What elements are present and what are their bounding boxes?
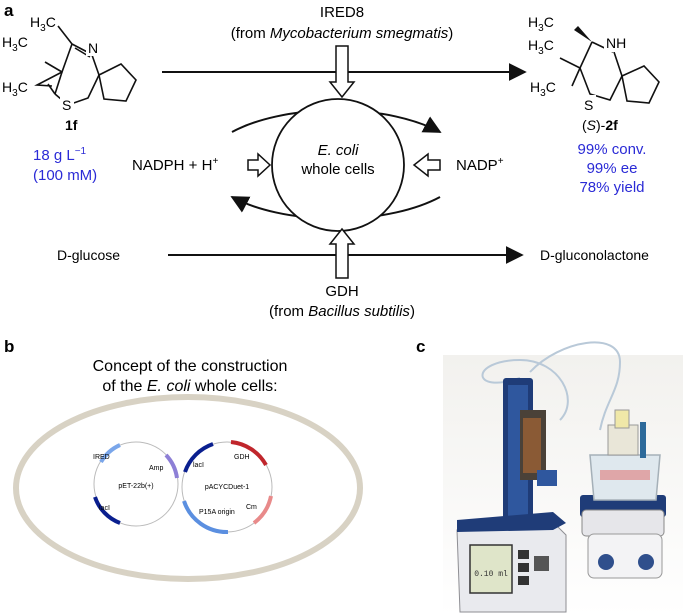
substrate-1f-structure [34,25,137,106]
gene-label-laci-1: lacI [99,505,110,512]
substrate-me-top: H3C [30,14,56,34]
substrate-s-atom: S [62,97,71,113]
panel-b-title-line1: Concept of the construction [93,358,288,375]
cell-membrane-ellipse [13,394,363,582]
product-nh-atom: NH [606,35,626,51]
substrate-id: 1f [65,117,78,133]
panel-label-b: b [4,337,14,356]
substrate-conc-line2: (100 mM) [33,167,97,184]
titrator-screen [469,544,513,594]
gene-label-p15a: P15A origin [199,509,235,516]
plasmid1-name: pET-22b(+) [118,483,153,490]
plasmid2-name: pACYCDuet-1 [205,484,249,491]
titrator-key-2 [518,563,529,572]
product-result-conv: 99% conv. [578,141,647,158]
gene-label-cm: Cm [246,504,257,511]
cofactor-nadp: NADP+ [456,156,504,174]
product-2f-structure [559,41,660,104]
stirrer-and-vessel [580,409,666,579]
panel-b-title-line2: of the E. coli whole cells: [102,378,277,395]
product-id: (S)-2f [582,117,618,133]
nadph-right-arrow [247,152,272,178]
stirrer-knob-left [598,554,614,570]
panel-b: b Concept of the construction of the E. … [4,337,363,582]
panel-c: c 0.10 ml [416,337,683,616]
substrate-me-low: H3C [2,79,28,99]
titrator-key-3 [518,576,529,585]
plasmid-pacycduet: lacI GDH pACYCDuet-1 Cm P15A origin [181,440,273,535]
substrate-me-mid: H3C [2,34,28,54]
substrate-conc-line1: 18 g L−1 [33,146,87,164]
product-me-top: H3C [528,14,554,34]
titrator-key-1 [518,550,529,559]
gene-label-gdh: GDH [234,454,250,461]
substrate-n-atom: N [88,40,98,56]
panel-a: a H3C H3C H3C N S 1f 18 g L−1 (100 mM) I… [2,1,660,320]
stereo-wedge [574,26,592,42]
ired-down-arrow [328,45,356,99]
gdh-source: (from Bacillus subtilis) [269,303,415,320]
product-s-atom: S [584,97,593,113]
gene-label-laci-2: lacI [193,462,204,469]
product-me-low: H3C [530,79,556,99]
product-me-mid: H3C [528,37,554,57]
titrator-device: 0.10 ml [456,378,567,613]
tubing-left [481,358,569,421]
panel-label-c: c [416,337,425,356]
cofactor-nadph: NADPH + H+ [132,156,218,174]
ecoli-cell-circle [271,98,405,232]
gene-label-ired: IRED [93,454,110,461]
tubing-right [529,341,622,431]
gluconolactone-label: D-gluconolactone [540,247,649,263]
plasmid-pet22b: IRED Amp pET-22b(+) lacI [93,441,179,527]
gdh-up-arrow [328,227,356,279]
titrator-dial [534,556,549,571]
product-result-yield: 78% yield [579,179,644,196]
titrator-readout: 0.10 ml [474,570,508,579]
ired-name: IRED8 [320,4,364,21]
nadp-left-arrow [412,152,441,178]
gdh-name: GDH [325,283,358,300]
cells-line1: E. coli [318,142,360,159]
cells-line2: whole cells [300,161,374,178]
ired-source: (from Mycobacterium smegmatis) [231,25,454,42]
gene-label-amp: Amp [149,465,164,472]
stirrer-knob-right [638,554,654,570]
product-result-ee: 99% ee [587,160,638,177]
glucose-label: D-glucose [57,247,120,263]
panel-label-a: a [4,1,14,20]
